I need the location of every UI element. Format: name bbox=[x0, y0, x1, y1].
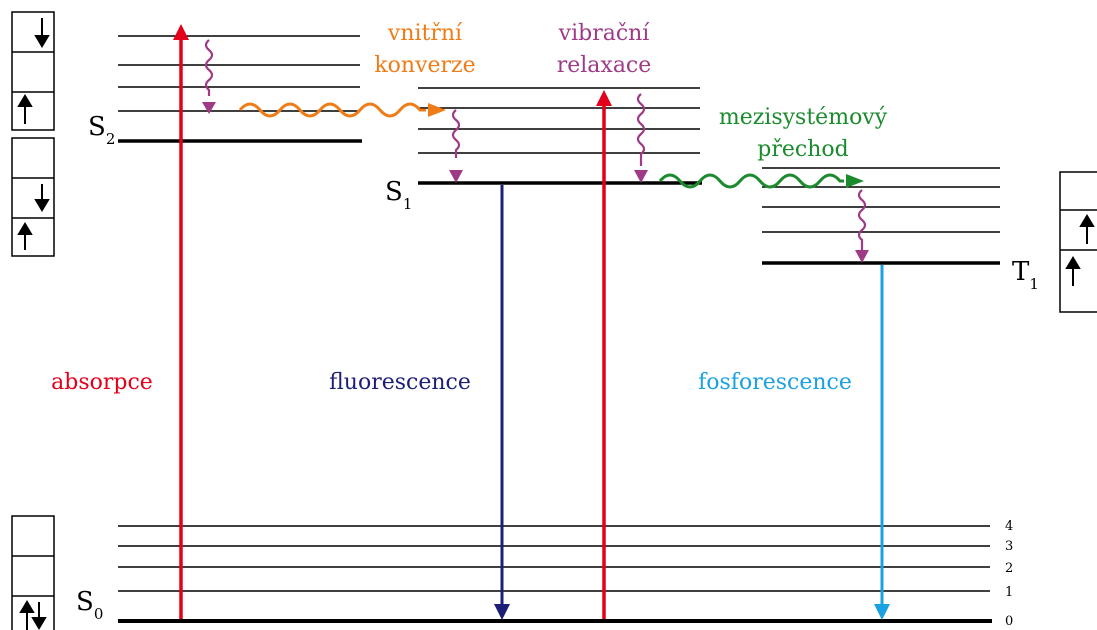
level-label-s0: S0 bbox=[76, 587, 103, 623]
internal-conversion-arrow bbox=[238, 102, 446, 118]
spin-arrow-up-icon bbox=[1065, 256, 1081, 286]
absorption-arrow-s1 bbox=[596, 90, 612, 619]
vibrational-relaxation-arrow-s1-left bbox=[449, 109, 463, 183]
internal-conversion-label-line1: vnitřní bbox=[387, 21, 463, 46]
vibrational-relaxation-arrow-t1 bbox=[855, 189, 869, 263]
spin-arrow-up-icon bbox=[1079, 214, 1095, 244]
fluorescence-label: fluorescence bbox=[329, 370, 471, 395]
vib-number-4: 4 bbox=[1005, 519, 1013, 534]
s1-vibrational-levels bbox=[418, 87, 700, 154]
level-label-s1: S1 bbox=[385, 177, 412, 213]
vib-number-0: 0 bbox=[1005, 614, 1013, 629]
spin-arrow-up-icon bbox=[17, 222, 33, 250]
vib-number-3: 3 bbox=[1005, 539, 1013, 554]
s2-vibrational-levels bbox=[118, 35, 360, 112]
spin-arrow-up-icon bbox=[17, 94, 33, 124]
fluorescence-arrow bbox=[494, 185, 510, 620]
absorption-label: absorpce bbox=[51, 370, 153, 395]
level-label-s2: S2 bbox=[88, 112, 115, 148]
intersystem-crossing-label-line2: přechod bbox=[757, 137, 848, 162]
spin-box-s2 bbox=[11, 11, 55, 131]
internal-conversion-label-line2: konverze bbox=[374, 53, 475, 78]
vibrational-relaxation-label-line2: relaxace bbox=[557, 53, 652, 78]
spin-arrow-up-icon bbox=[19, 600, 35, 630]
phosphorescence-label: fosforescence bbox=[698, 370, 852, 395]
vibrational-relaxation-label-line1: vibrační bbox=[558, 21, 651, 46]
s0-vibrational-levels bbox=[118, 525, 990, 592]
spin-arrow-down-icon bbox=[34, 18, 50, 48]
spin-box-t1 bbox=[1059, 171, 1097, 313]
intersystem-crossing-label-line1: mezisystémový bbox=[719, 105, 888, 130]
spin-arrow-down-icon bbox=[34, 184, 50, 212]
vibrational-relaxation-arrow-s1-right bbox=[634, 93, 648, 183]
spin-box-s1 bbox=[11, 137, 55, 257]
vib-number-2: 2 bbox=[1005, 561, 1013, 576]
level-label-t1: T1 bbox=[1012, 257, 1039, 293]
phosphorescence-arrow bbox=[874, 265, 890, 620]
spin-arrow-down-icon bbox=[31, 602, 47, 630]
t1-vibrational-levels bbox=[762, 167, 1000, 233]
absorption-arrow-s2 bbox=[173, 24, 189, 619]
vib-number-1: 1 bbox=[1005, 585, 1013, 600]
vibrational-relaxation-arrow-s2 bbox=[202, 39, 216, 114]
intersystem-crossing-arrow bbox=[658, 173, 864, 189]
